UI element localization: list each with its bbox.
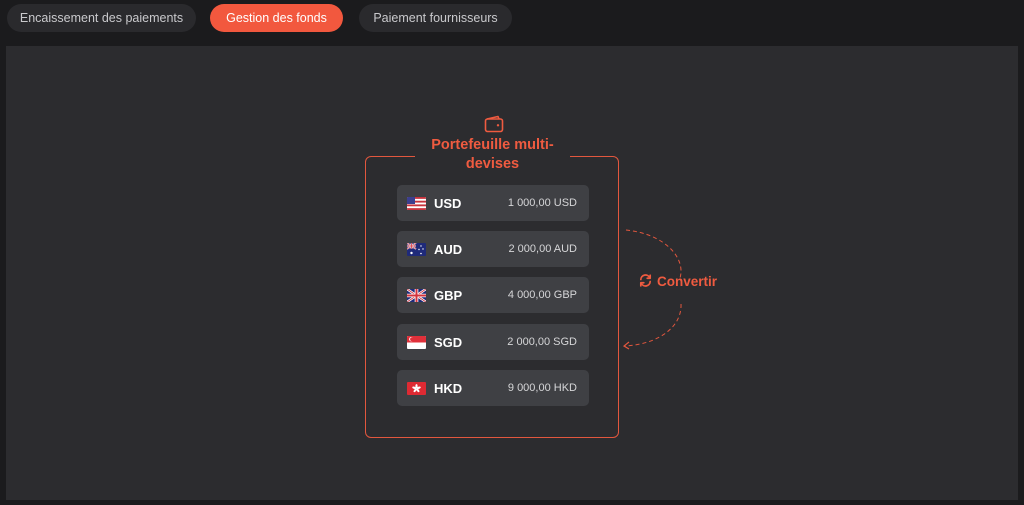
wallet-icon xyxy=(484,115,504,133)
currency-amount: 2 000,00 SGD xyxy=(507,336,577,348)
currency-amount: 4 000,00 GBP xyxy=(507,289,577,301)
currency-row-aud[interactable]: AUD 2 000,00 AUD xyxy=(397,231,589,267)
currency-code: AUD xyxy=(434,241,463,257)
content-panel xyxy=(6,46,1018,500)
hk-flag-icon xyxy=(407,381,426,395)
currency-code: HKD xyxy=(434,380,463,396)
tab-encaissement[interactable]: Encaissement des paiements xyxy=(7,4,196,32)
currency-row-hkd[interactable]: HKD 9 000,00 HKD xyxy=(397,370,589,406)
currency-code: GBP xyxy=(434,287,463,303)
currency-row-sgd[interactable]: SGD 2 000,00 SGD xyxy=(397,324,589,360)
tab-paiement-fournisseurs[interactable]: Paiement fournisseurs xyxy=(359,4,512,32)
us-flag-icon xyxy=(407,196,426,210)
currency-code: SGD xyxy=(434,334,463,350)
au-flag-icon xyxy=(407,242,426,256)
convert-arc xyxy=(622,229,682,350)
refresh-icon[interactable] xyxy=(638,273,653,288)
currency-amount: 2 000,00 AUD xyxy=(508,243,578,255)
convert-label[interactable]: Convertir xyxy=(657,274,718,289)
currency-code: USD xyxy=(434,195,462,211)
currency-amount: 1 000,00 USD xyxy=(507,197,577,209)
wallet-title: Portefeuille multi-devises xyxy=(431,137,554,172)
title-mask xyxy=(415,136,570,176)
gb-flag-icon xyxy=(407,288,426,302)
currency-row-gbp[interactable]: GBP 4 000,00 GBP xyxy=(397,277,589,313)
currency-amount: 9 000,00 HKD xyxy=(507,382,577,394)
tab-gestion-des-fonds[interactable]: Gestion des fonds xyxy=(210,4,343,32)
currency-row-usd[interactable]: USD 1 000,00 USD xyxy=(397,185,589,221)
sg-flag-icon xyxy=(407,335,426,349)
